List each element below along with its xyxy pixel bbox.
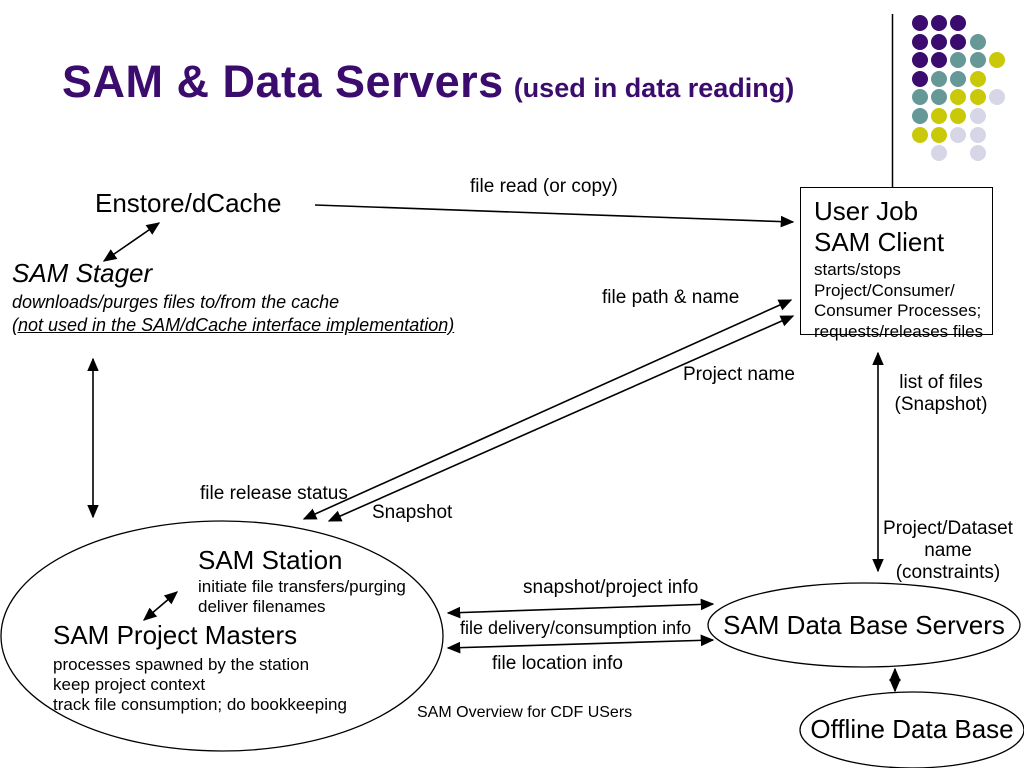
sam-station-desc-1: initiate file transfers/purging bbox=[198, 577, 406, 596]
arrow-file-delivery-info bbox=[446, 634, 715, 654]
decoration-dot bbox=[912, 33, 928, 50]
decoration-dot bbox=[969, 126, 986, 143]
sam-stager-block: SAM Stager downloads/purges files to/fro… bbox=[12, 259, 454, 337]
sam-project-masters-title: SAM Project Masters bbox=[53, 620, 298, 650]
arrow-enstore-stager bbox=[102, 222, 161, 262]
decoration-dot bbox=[931, 145, 948, 162]
edge-label-file-release-status: file release status bbox=[200, 483, 348, 504]
edge-label-list-of-files: list of files (Snapshot) bbox=[880, 372, 1002, 416]
sam-project-masters-desc-2: keep project context bbox=[53, 675, 206, 694]
decoration-dot bbox=[931, 126, 948, 143]
decoration-dot bbox=[969, 108, 986, 124]
decoration-dot bbox=[969, 145, 986, 162]
user-job-desc-1: starts/stops bbox=[814, 260, 901, 280]
decoration-dot bbox=[969, 33, 986, 50]
decoration-dot bbox=[950, 33, 967, 50]
decoration-dot bbox=[912, 70, 928, 87]
sam-project-masters-desc-1: processes spawned by the station bbox=[53, 655, 310, 674]
sam-station-title: SAM Station bbox=[198, 545, 343, 575]
title-main-text: SAM & Data Servers bbox=[62, 56, 504, 107]
decoration-dot bbox=[988, 52, 1005, 69]
decoration-dot bbox=[969, 89, 986, 106]
list-of-files-line-1: list of files bbox=[899, 372, 983, 393]
sam-project-masters-desc-3: track file consumption; do bookkeeping bbox=[53, 695, 347, 714]
decoration-dot bbox=[931, 15, 948, 31]
decoration-dot bbox=[969, 70, 986, 87]
arrow-snapshot-project-info bbox=[446, 598, 715, 619]
decoration-dot bbox=[950, 15, 967, 31]
decoration-dot bbox=[950, 70, 967, 87]
edge-label-file-delivery-info: file delivery/consumption info bbox=[460, 618, 692, 638]
decoration-dot bbox=[912, 89, 928, 106]
decoration-dot bbox=[931, 52, 948, 69]
decoration-dot bbox=[969, 52, 986, 69]
edge-label-file-location-info: file location info bbox=[492, 653, 623, 674]
edge-label-file-read: file read (or copy) bbox=[470, 176, 618, 197]
decoration-dot bbox=[931, 89, 948, 106]
decoration-dot bbox=[950, 52, 967, 69]
decoration-dot bbox=[950, 126, 967, 143]
arrow-projectname-snapshot bbox=[327, 315, 795, 522]
decoration-dot bbox=[912, 126, 928, 143]
offline-db-label: Offline Data Base bbox=[810, 714, 1014, 744]
project-dataset-line-3: (constraints) bbox=[895, 561, 1001, 583]
decoration-dot bbox=[931, 108, 948, 124]
decoration-dot bbox=[912, 108, 928, 124]
decoration-dot bbox=[931, 33, 948, 50]
edge-label-project-dataset: Project/Dataset name (constraints) bbox=[875, 518, 1021, 584]
sam-client-line: SAM Client bbox=[814, 226, 945, 257]
user-job-desc-2: Project/Consumer/ bbox=[814, 280, 955, 300]
sam-stager-title: SAM Stager bbox=[12, 258, 153, 288]
user-job-sam-client-box: User Job SAM Client starts/stops Project… bbox=[800, 187, 993, 341]
title-sub-text: (used in data reading) bbox=[513, 73, 795, 103]
decoration-dot bbox=[912, 52, 928, 69]
list-of-files-line-2: (Snapshot) bbox=[894, 393, 988, 415]
edge-label-project-name: Project name bbox=[683, 364, 795, 385]
sam-stager-desc-2: (not used in the SAM/dCache interface im… bbox=[12, 315, 455, 336]
edge-label-snapshot-project-info: snapshot/project info bbox=[523, 577, 699, 598]
arrow-station-masters bbox=[142, 591, 179, 621]
arrow-file-read bbox=[314, 204, 795, 228]
edge-label-snapshot: Snapshot bbox=[372, 502, 453, 523]
decoration-dot bbox=[988, 89, 1005, 106]
enstore-dcache-label: Enstore/dCache bbox=[95, 188, 282, 218]
decoration-dot bbox=[950, 108, 967, 124]
project-dataset-line-2: name bbox=[924, 539, 972, 561]
decoration-dot bbox=[912, 15, 928, 31]
footer-text: SAM Overview for CDF USers bbox=[417, 704, 633, 721]
sam-stager-desc-1: downloads/purges files to/from the cache bbox=[12, 291, 340, 312]
edge-label-file-path-name: file path & name bbox=[602, 287, 740, 308]
user-job-desc-3: Consumer Processes; bbox=[814, 301, 982, 321]
project-dataset-line-1: Project/Dataset bbox=[883, 518, 1013, 539]
sam-db-servers-label: SAM Data Base Servers bbox=[723, 610, 1005, 640]
decoration-dot bbox=[931, 70, 948, 87]
sam-station-desc-2: deliver filenames bbox=[198, 597, 326, 616]
user-job-line: User Job bbox=[814, 196, 919, 226]
slide-title: SAM & Data Servers (used in data reading) bbox=[62, 56, 902, 108]
user-job-desc-4: requests/releases files bbox=[814, 321, 984, 341]
decoration-dot bbox=[950, 89, 967, 106]
